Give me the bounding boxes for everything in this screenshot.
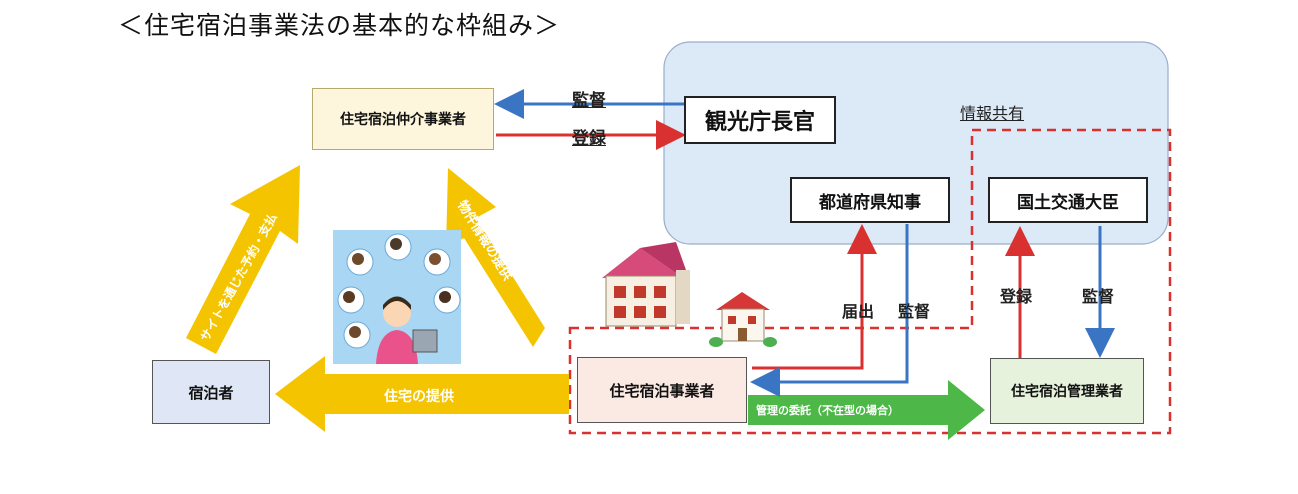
label-register-broker: 登録 bbox=[572, 129, 606, 149]
arrow-notify bbox=[752, 224, 877, 370]
arrow-supervise-operator bbox=[750, 224, 909, 397]
label-supervise-manager: 監督 bbox=[1082, 287, 1115, 306]
minister-box: 国土交通大臣 bbox=[988, 177, 1148, 223]
green-arrow-delegation bbox=[748, 380, 985, 440]
label-info-share: 情報共有 bbox=[960, 104, 1025, 123]
tourism-agency-box: 観光庁長官 bbox=[684, 96, 836, 144]
large-house-illustration bbox=[602, 242, 690, 327]
label-management-delegation: 管理の委託（不在型の場合） bbox=[756, 404, 899, 417]
label-house-provision: 住宅の提供 bbox=[384, 389, 454, 405]
people-network-illustration bbox=[333, 230, 461, 364]
label-supervise-broker: 監督 bbox=[572, 91, 606, 111]
label-register-manager: 登録 bbox=[1000, 287, 1033, 306]
yellow-arrow-house bbox=[275, 356, 569, 432]
label-supervise-operator: 監督 bbox=[898, 302, 931, 321]
label-notify: 届出 bbox=[842, 302, 875, 321]
small-house-illustration bbox=[709, 292, 777, 347]
operator-scope-boundary bbox=[568, 128, 1172, 435]
yellow-arrow-booking bbox=[186, 165, 300, 354]
manager-box: 住宅宿泊管理業者 bbox=[990, 358, 1144, 424]
yellow-arrow-property-info bbox=[446, 168, 545, 347]
governor-box: 都道府県知事 bbox=[790, 177, 950, 223]
broker-box: 住宅宿泊仲介事業者 bbox=[312, 88, 494, 150]
guest-box: 宿泊者 bbox=[152, 360, 270, 424]
operator-box: 住宅宿泊事業者 bbox=[577, 357, 747, 423]
page-title: ＜住宅宿泊事業法の基本的な枠組み＞ bbox=[118, 11, 561, 40]
